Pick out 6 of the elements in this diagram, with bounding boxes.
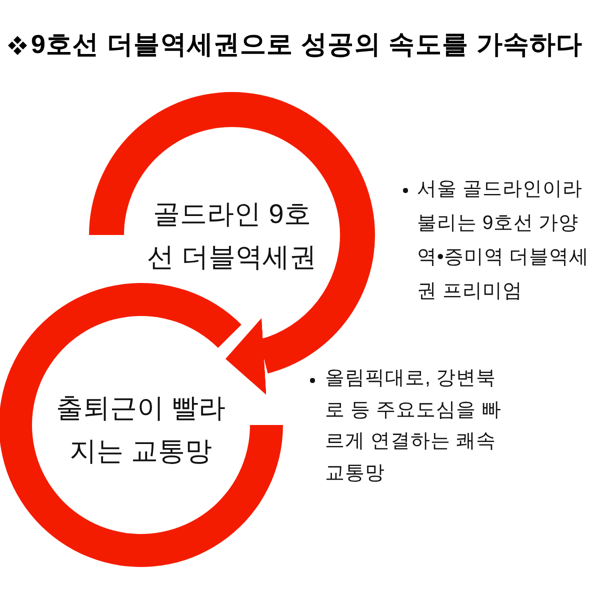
bullet-text: 올림픽대로, 강변북로 등 주요도심을 빠르게 연결하는 쾌속 교통망 — [325, 366, 502, 486]
bullet-text: 서울 골드라인이라 불리는 9호선 가양역•증미역 더블역세권 프리미엄 — [417, 177, 590, 304]
node-label: 출퇴근이 빨라지는 교통망 — [55, 392, 227, 468]
title: 9호선 더블역세권으로 성공의 속도를 가속하다 — [31, 29, 583, 59]
curved-arrow — [226, 234, 375, 395]
node-label: 골드라인 9호선 더블역세권 — [146, 198, 318, 274]
